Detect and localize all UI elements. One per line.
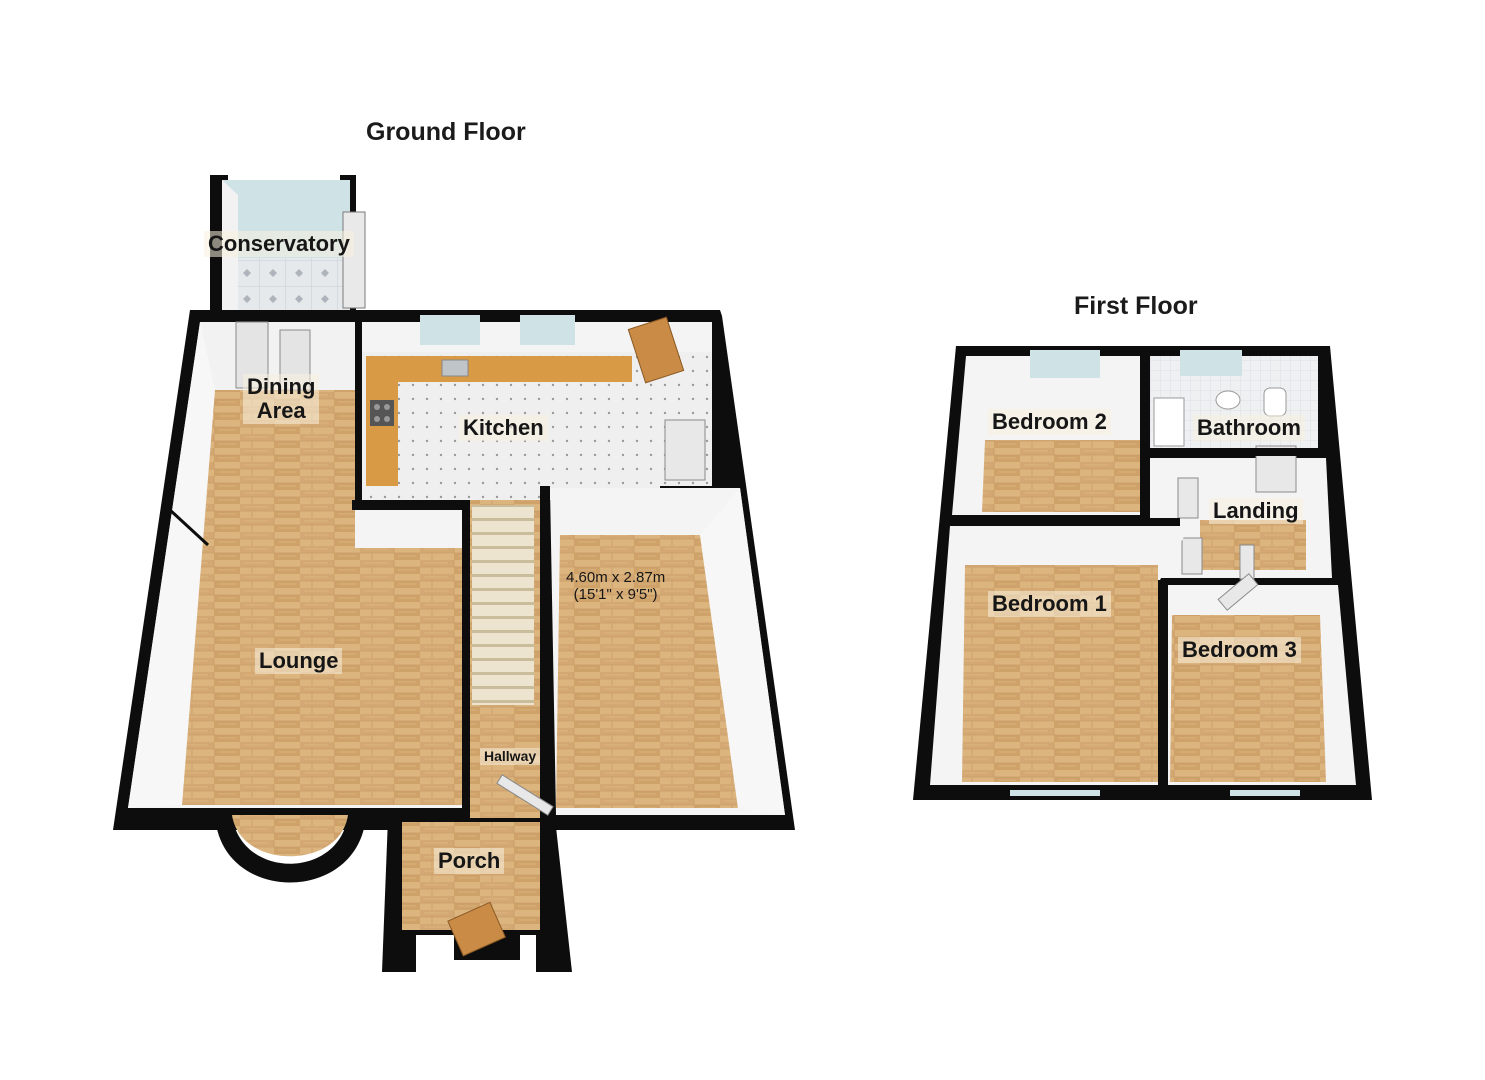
dining-label-line2: Area xyxy=(256,398,306,424)
bedroom2-door-icon xyxy=(1177,477,1199,519)
front-room xyxy=(550,488,785,815)
bay-window xyxy=(215,815,366,883)
sink-icon xyxy=(441,359,469,377)
toilet-icon xyxy=(1263,387,1287,417)
dining-area-label: Dining Area xyxy=(243,374,320,425)
ground-floor-title: Ground Floor xyxy=(366,118,526,146)
conservatory-door-icon xyxy=(342,211,366,309)
lounge-label: Lounge xyxy=(255,648,343,675)
staircase xyxy=(472,505,534,705)
bedroom3-door-icon xyxy=(1217,573,1259,611)
kitchen-door-icon xyxy=(627,316,685,384)
front-room-dim-imperial: (15'1" x 9'5") xyxy=(573,586,658,604)
first-floor-plan xyxy=(913,346,1372,800)
hall-door-icon xyxy=(496,774,554,816)
hallway-label: Hallway xyxy=(480,748,541,766)
kitchen-label: Kitchen xyxy=(459,415,548,442)
kitchen-worktop xyxy=(366,356,632,382)
bathroom-label: Bathroom xyxy=(1193,415,1305,442)
landing-door-icon xyxy=(1239,544,1255,580)
porch-door-icon xyxy=(447,901,506,957)
dining-label-line1: Dining xyxy=(247,374,316,399)
bedroom-3-room xyxy=(1158,573,1356,790)
hob-icon xyxy=(370,400,394,426)
bedroom1-door-icon xyxy=(1181,537,1203,575)
bedroom-3-label: Bedroom 3 xyxy=(1178,637,1301,664)
conservatory-label: Conservatory xyxy=(204,231,354,258)
bedroom-2-room xyxy=(952,350,1140,515)
front-room-dim-metric: 4.60m x 2.87m xyxy=(566,569,666,586)
bedroom-2-label: Bedroom 2 xyxy=(988,409,1111,436)
cupboard-door-icon xyxy=(664,419,706,481)
bedroom-1-label: Bedroom 1 xyxy=(988,591,1111,618)
hallway-room xyxy=(462,486,550,818)
bedroom-1-room xyxy=(930,518,1190,785)
basin-icon xyxy=(1215,390,1241,410)
ground-floor-plan xyxy=(113,175,795,972)
front-room-dimensions: 4.60m x 2.87m (15'1" x 9'5") xyxy=(566,569,665,604)
porch-room xyxy=(382,774,572,972)
porch-label: Porch xyxy=(434,848,505,875)
kitchen-room xyxy=(352,315,712,510)
first-floor-title: First Floor xyxy=(1074,292,1198,320)
bath-icon xyxy=(1153,397,1185,447)
landing-label: Landing xyxy=(1209,498,1303,525)
